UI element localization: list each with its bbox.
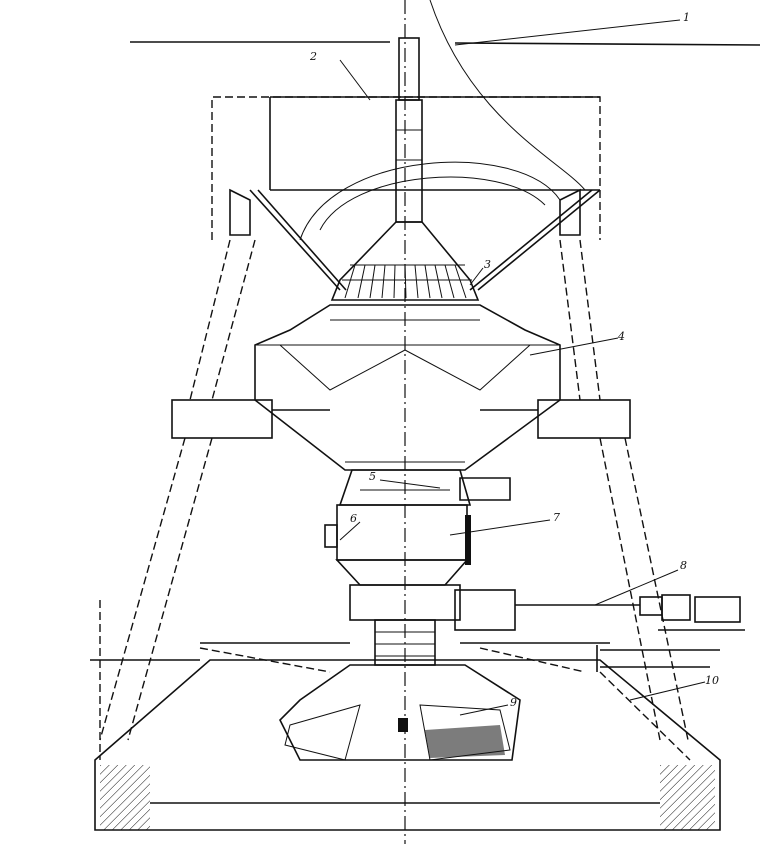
- foundation-base: [94, 659, 721, 831]
- main-shaft: [395, 37, 423, 223]
- callout-4: 4: [617, 330, 625, 343]
- callout-5: 5: [369, 470, 376, 483]
- callout-3: 3: [484, 258, 491, 271]
- callout-9: 9: [510, 696, 517, 709]
- callout-1: 1: [683, 11, 690, 24]
- distribution-hopper: [254, 304, 561, 471]
- drive-housing: [324, 469, 640, 666]
- callout-7: 7: [553, 511, 560, 524]
- callout-6: 6: [350, 512, 357, 525]
- frame-legs: [99, 239, 689, 760]
- support-beam: [171, 399, 631, 439]
- callout-10: 10: [705, 674, 719, 687]
- top-reference-lines: [130, 41, 761, 46]
- callout-8: 8: [680, 559, 687, 572]
- crushing-rotor: [279, 664, 521, 761]
- drive-motor: [639, 594, 745, 631]
- callout-2: 2: [309, 50, 317, 63]
- crushing-cone: [330, 221, 480, 301]
- receiving-hopper: [211, 0, 601, 291]
- leader-lines: [339, 19, 706, 716]
